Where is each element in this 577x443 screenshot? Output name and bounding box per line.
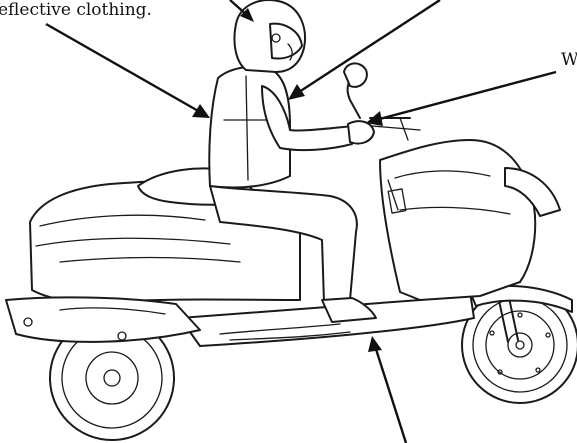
label-partial-right: W — [561, 52, 577, 69]
label-reflective-clothing: eflective clothing. — [0, 2, 152, 19]
